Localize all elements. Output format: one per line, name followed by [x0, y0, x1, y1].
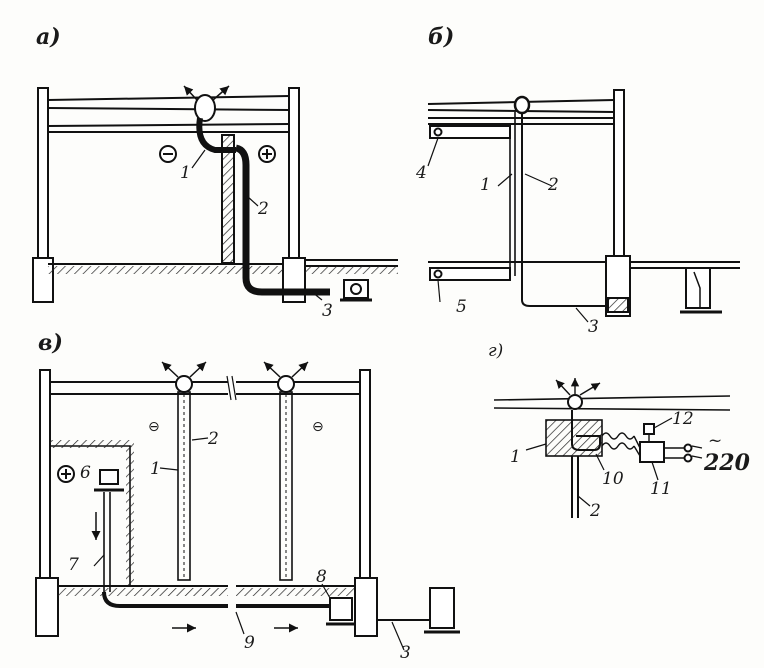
panel-b	[427, 89, 740, 323]
callout-v-6: 6	[80, 463, 91, 483]
insulator	[567, 394, 583, 410]
insulator-loop	[513, 95, 531, 115]
callout-g-12: 12	[672, 409, 694, 429]
callout-v-8: 8	[316, 567, 327, 587]
panel-g-label: г)	[488, 341, 503, 361]
callout-g-1: 1	[510, 447, 521, 467]
pipe-2	[521, 112, 606, 307]
insulator-loop	[194, 94, 216, 122]
transformer-11	[639, 441, 665, 463]
overhead-wire	[47, 95, 290, 101]
panel-a	[32, 85, 398, 303]
pipe-9	[102, 591, 228, 608]
labels: а) б) в) г) 1 2 3 1 2 3 4 5 1 2 3 6 7 8 …	[36, 24, 751, 663]
left-post	[39, 369, 51, 581]
panel-b-label: б)	[428, 24, 454, 50]
callout-g-10: 10	[602, 469, 624, 489]
relay-12	[643, 423, 655, 435]
callout-v-3: 3	[400, 643, 411, 663]
callout-b-5: 5	[456, 297, 467, 317]
insulator-2	[277, 375, 295, 393]
pipe-2	[235, 144, 330, 296]
minus-sign-v-1: ⊖	[148, 419, 160, 435]
callout-b-4: 4	[415, 163, 427, 183]
callout-v-7: 7	[68, 555, 79, 575]
right-post	[613, 89, 625, 259]
heater-6	[99, 469, 119, 485]
insulator-1	[175, 375, 193, 393]
callout-g-11: 11	[650, 479, 672, 499]
pipe-1	[196, 117, 236, 153]
voltage-label: 220	[703, 450, 751, 476]
panel-g	[493, 378, 731, 518]
right-post	[288, 87, 300, 259]
panel-v-label: в)	[38, 330, 63, 356]
panel-a-label: а)	[36, 24, 61, 50]
callout-a-2: 2	[257, 199, 269, 219]
callout-a-1: 1	[180, 163, 191, 183]
callout-b-1: 1	[480, 175, 491, 195]
callout-v-1: 1	[150, 459, 161, 479]
valve-8	[329, 597, 353, 621]
callout-v-9: 9	[244, 633, 255, 653]
callout-b-3: 3	[588, 317, 599, 337]
minus-sign-v-2: ⊖	[312, 419, 324, 435]
ac-mark: ~	[708, 431, 722, 451]
callout-b-2: 2	[547, 175, 559, 195]
right-post	[359, 369, 371, 581]
riser-wall	[221, 134, 235, 264]
callout-a-3: 3	[322, 301, 333, 321]
callout-g-2: 2	[589, 501, 601, 521]
panel-v	[35, 361, 460, 651]
callout-v-2: 2	[207, 429, 219, 449]
